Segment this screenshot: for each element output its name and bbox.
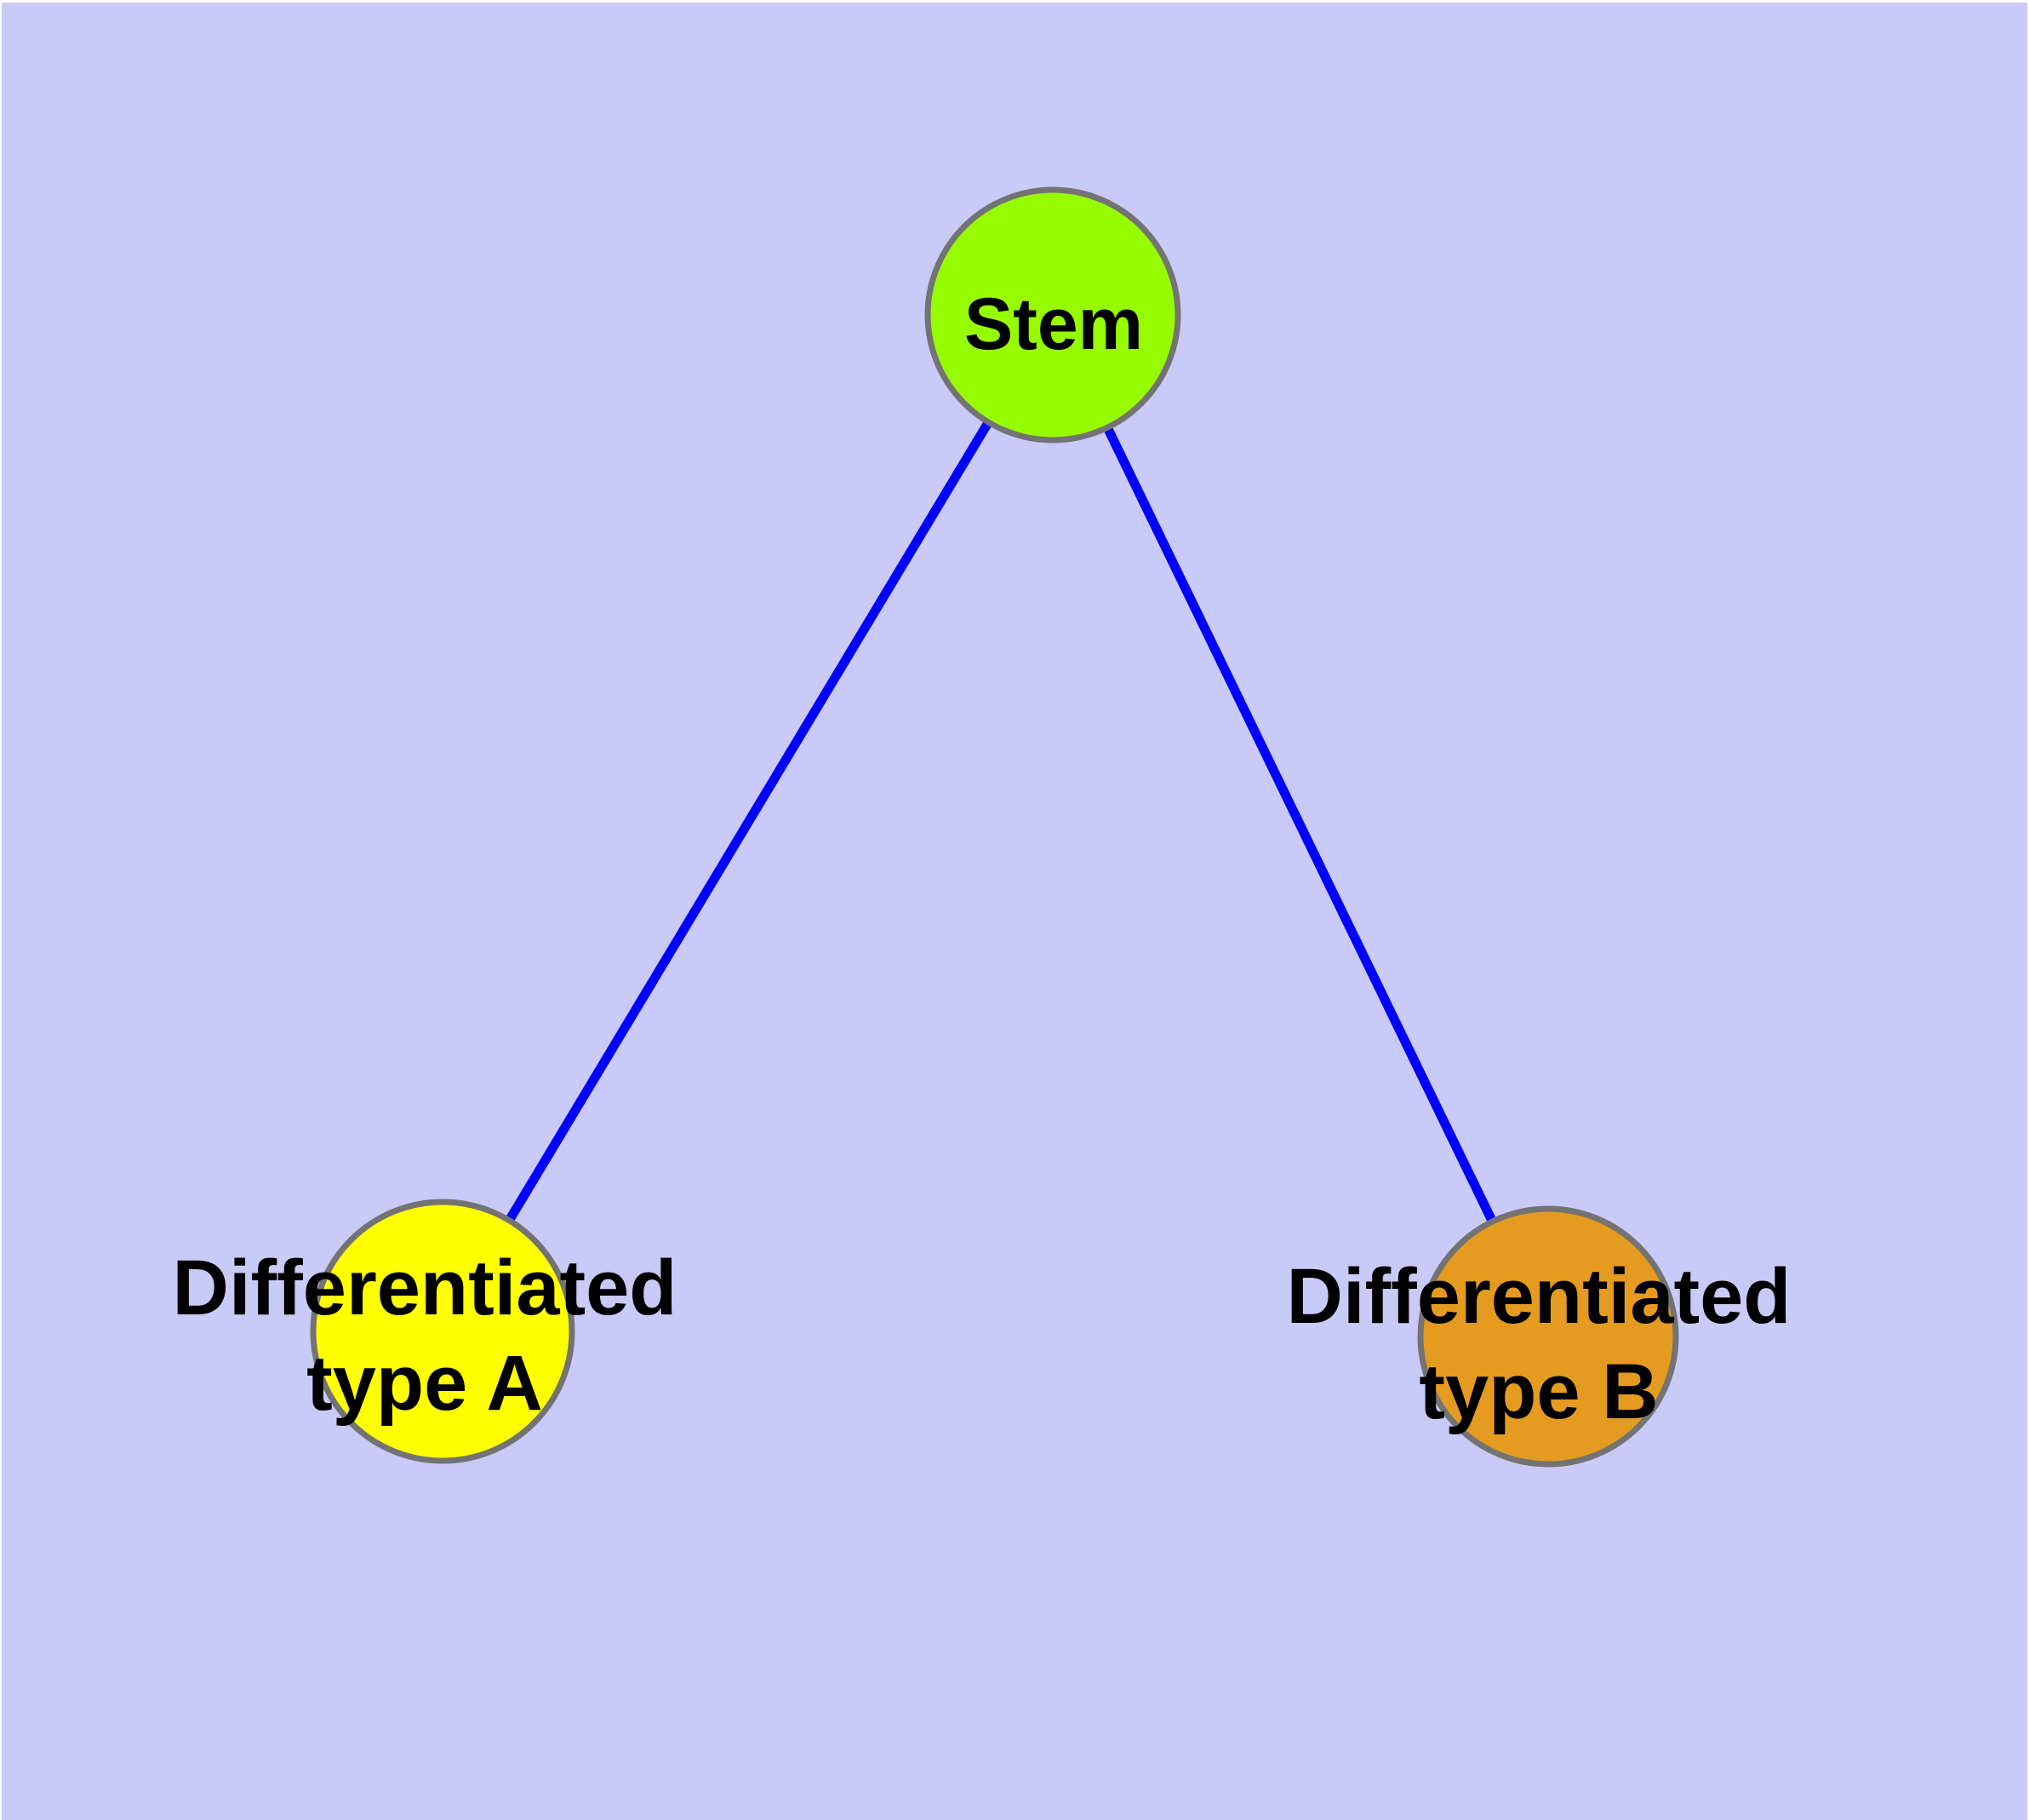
node-stem-circle[interactable] [924, 186, 1181, 444]
edge-stem-to-type-b [1049, 312, 1552, 1339]
edge-stem-to-type-a [438, 312, 1057, 1334]
node-type-b-circle[interactable] [1417, 1205, 1679, 1468]
node-type-a-circle[interactable] [310, 1199, 575, 1464]
